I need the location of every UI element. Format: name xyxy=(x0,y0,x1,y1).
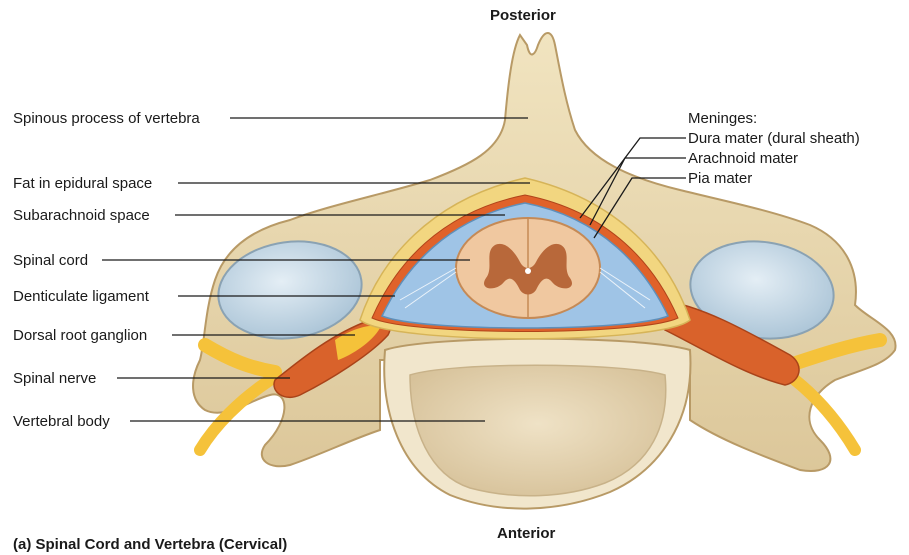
spinal-cord xyxy=(456,218,600,318)
label-spinal-cord: Spinal cord xyxy=(13,252,88,269)
label-spinous-process: Spinous process of vertebra xyxy=(13,110,200,127)
meninges-heading: Meninges: xyxy=(688,110,757,127)
label-denticulate-ligament: Denticulate ligament xyxy=(13,288,150,305)
label-pia-mater: Pia mater xyxy=(688,170,752,187)
label-subarachnoid-space: Subarachnoid space xyxy=(13,207,150,224)
label-arachnoid-mater: Arachnoid mater xyxy=(688,150,798,167)
label-dura-mater: Dura mater (dural sheath) xyxy=(688,130,860,147)
label-fat-epidural: Fat in epidural space xyxy=(13,175,152,192)
anterior-label: Anterior xyxy=(497,525,556,542)
figure-caption: (a) Spinal Cord and Vertebra (Cervical) xyxy=(13,536,287,553)
label-vertebral-body: Vertebral body xyxy=(13,413,110,430)
posterior-label: Posterior xyxy=(490,7,556,24)
label-spinal-nerve: Spinal nerve xyxy=(13,370,96,387)
vertebral-body xyxy=(384,339,690,509)
label-dorsal-root-ganglion: Dorsal root ganglion xyxy=(13,327,147,344)
central-canal xyxy=(525,268,531,274)
